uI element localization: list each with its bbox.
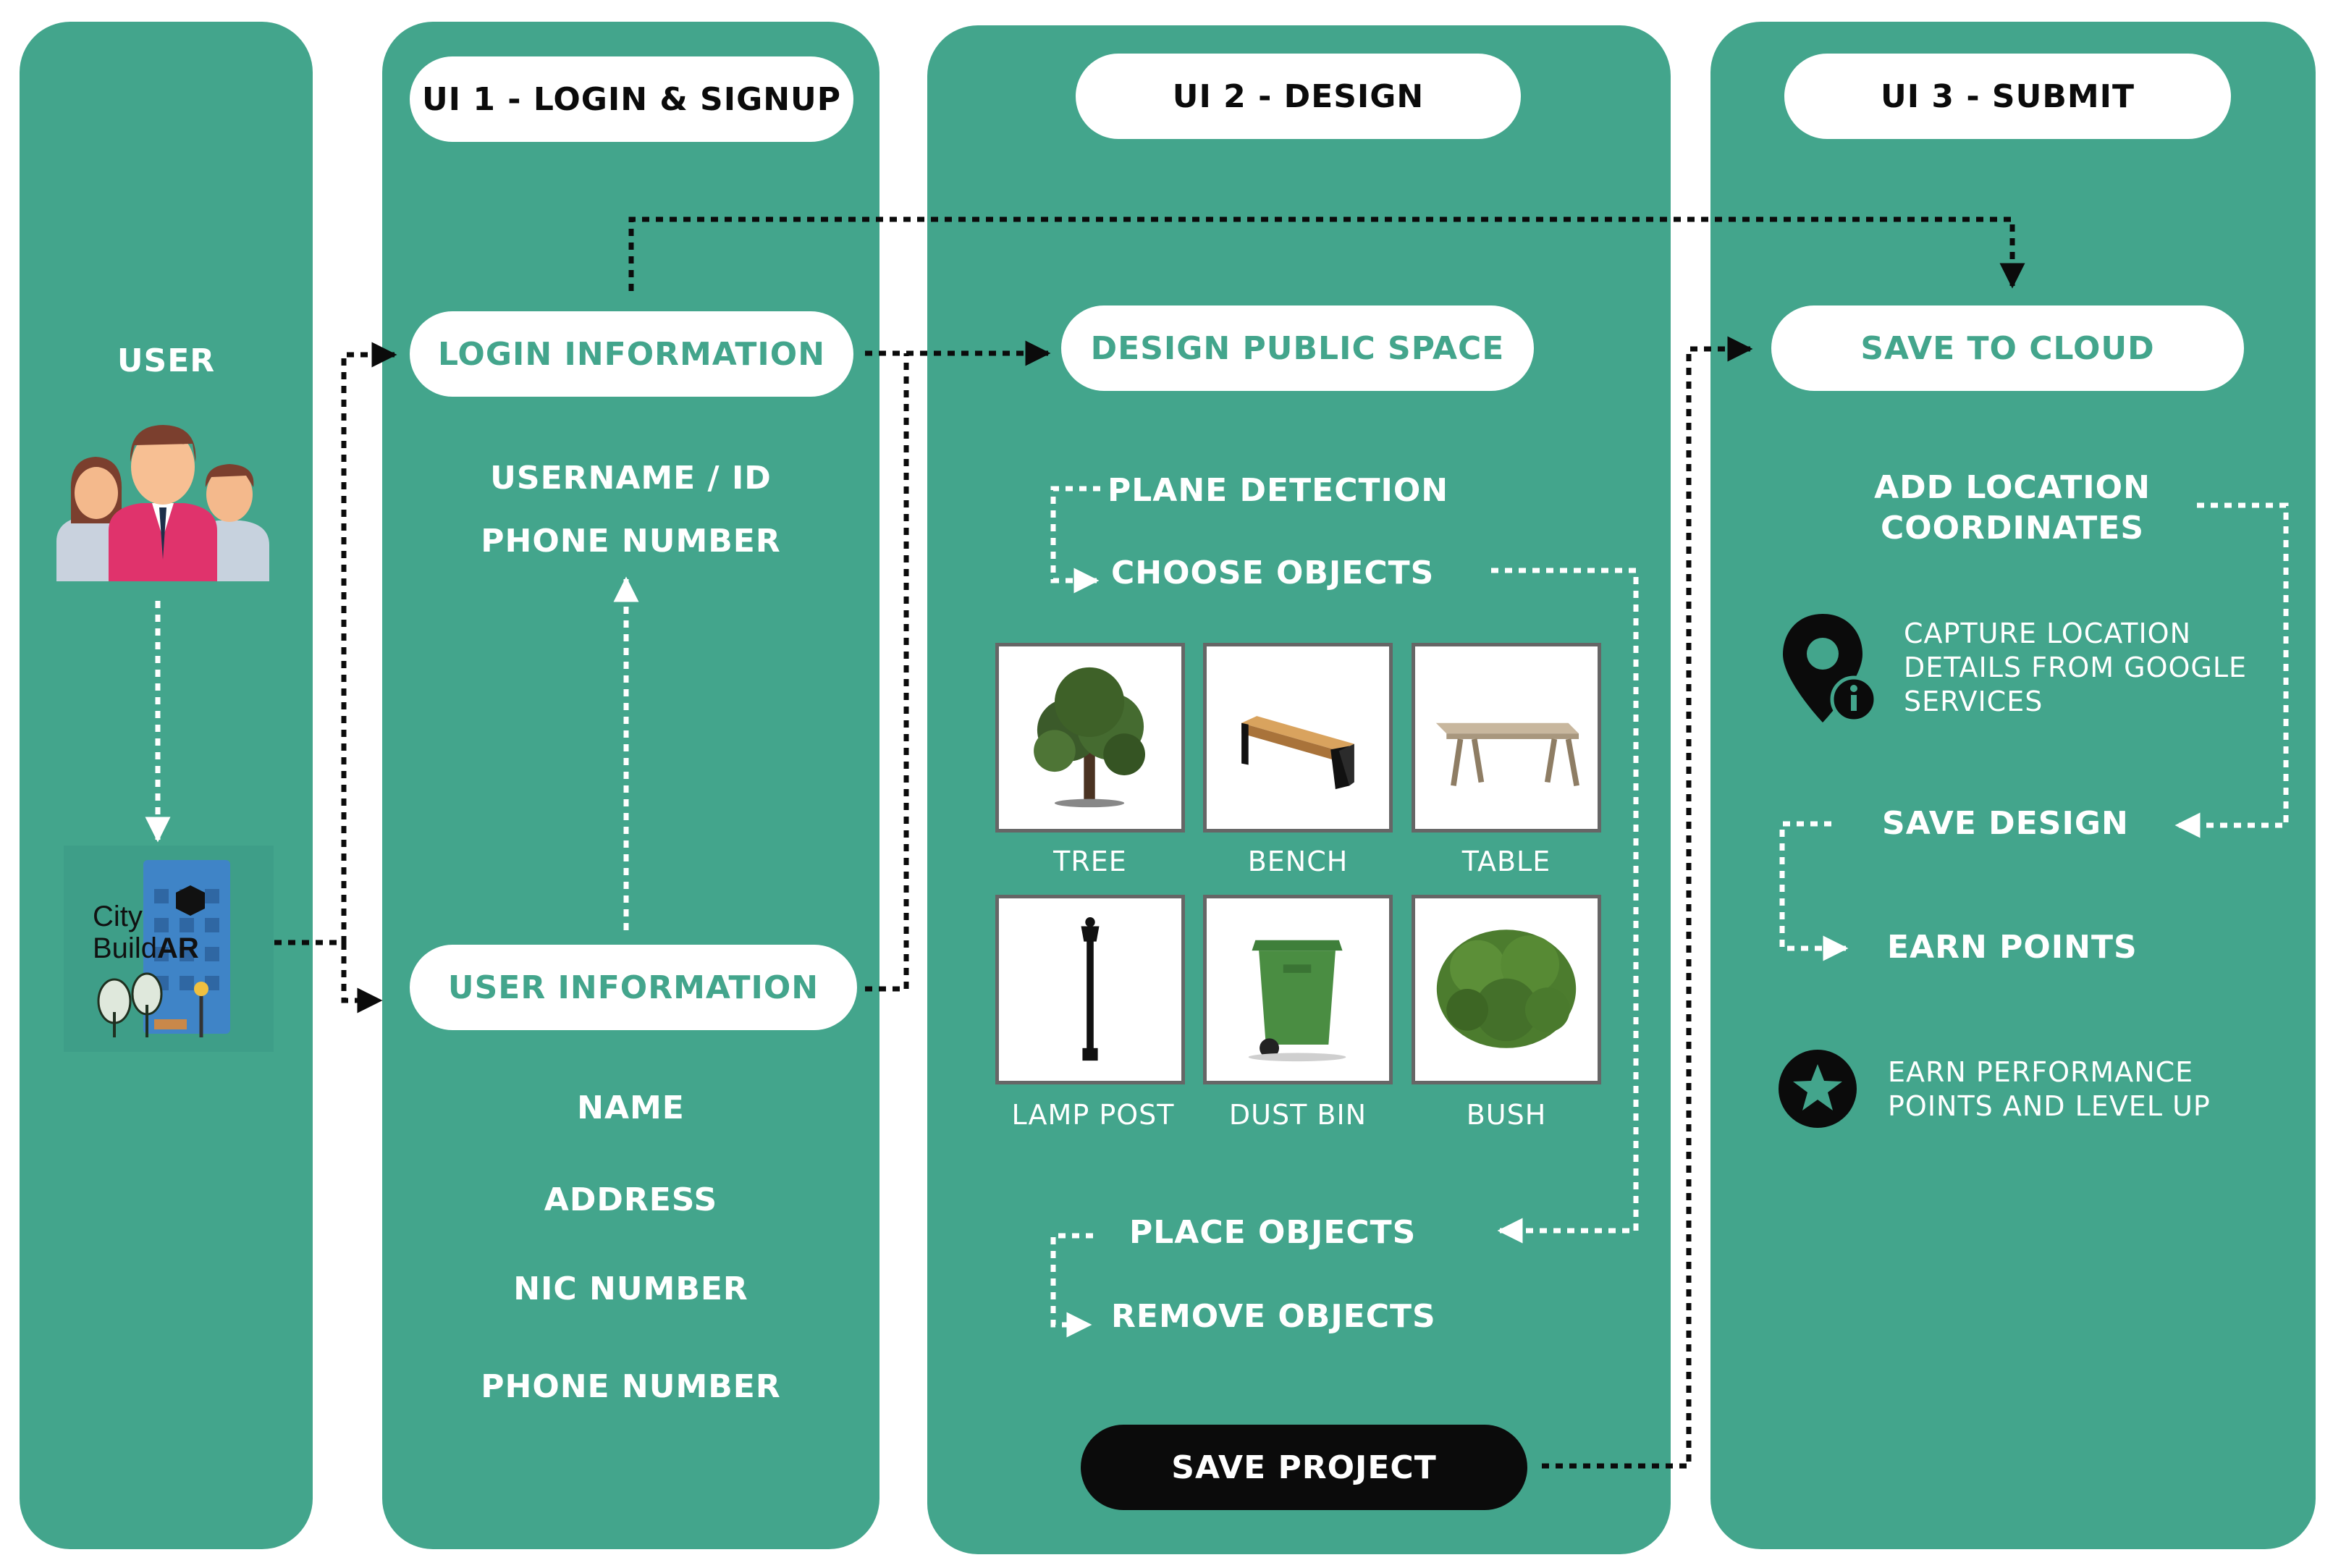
object-tile-table[interactable] xyxy=(1412,643,1601,833)
step-place-objects: PLACE OBJECTS xyxy=(1129,1214,1417,1251)
bush-icon xyxy=(1436,930,1577,1048)
object-label-tree: TREE xyxy=(1053,846,1127,877)
ui2-header: UI 2 - DESIGN xyxy=(1076,54,1521,139)
ui3-header: UI 3 - SUBMIT xyxy=(1784,54,2231,139)
dust-bin-icon xyxy=(1248,940,1346,1062)
capture-location-note: CAPTURE LOCATION DETAILS FROM GOOGLE SER… xyxy=(1904,617,2248,717)
user-field-address: ADDRESS xyxy=(544,1181,718,1218)
table-icon xyxy=(1435,722,1579,787)
location-pin-info-icon xyxy=(1783,614,1877,723)
connector-place-to-remove xyxy=(1050,1233,1093,1338)
connector-plane-to-choose xyxy=(1050,486,1100,594)
connector-location-to-save-design xyxy=(2174,502,2289,838)
step-plane-detection: PLANE DETECTION xyxy=(1108,472,1449,509)
login-field-username: USERNAME / ID xyxy=(490,460,772,497)
logo-text-line1: City xyxy=(93,901,143,932)
earn-points-step: EARN POINTS xyxy=(1887,929,2138,966)
login-field-phone: PHONE NUMBER xyxy=(481,523,781,560)
connector-app-to-ui1 xyxy=(261,342,397,945)
connector-app-to-user-info xyxy=(341,943,383,1013)
object-label-dust-bin: DUST BIN xyxy=(1228,1099,1367,1131)
connector-userinfo-to-design xyxy=(865,353,909,992)
bench-icon xyxy=(1241,716,1354,790)
logo-text-line2: BuildAR xyxy=(93,932,199,965)
logo-build: Build xyxy=(93,932,157,964)
object-tile-tree[interactable] xyxy=(995,643,1185,833)
object-tile-dust-bin[interactable] xyxy=(1203,895,1393,1084)
users-group-icon xyxy=(56,425,269,581)
connector-choose-to-place xyxy=(1491,568,1639,1244)
user-field-nic: NIC NUMBER xyxy=(513,1270,748,1307)
tree-icon xyxy=(1034,667,1145,808)
step-remove-objects: REMOVE OBJECTS xyxy=(1111,1298,1436,1335)
add-location-coordinates: ADD LOCATION COORDINATES xyxy=(1874,469,2151,547)
user-column xyxy=(20,22,313,1549)
save-to-cloud-pill[interactable]: SAVE TO CLOUD xyxy=(1771,305,2244,391)
object-label-lamp-post: LAMP POST xyxy=(1011,1099,1175,1131)
object-label-bush: BUSH xyxy=(1466,1099,1547,1131)
connector-savedesign-to-points xyxy=(1779,821,1849,961)
save-design-step: SAVE DESIGN xyxy=(1882,805,2129,842)
user-information-pill[interactable]: USER INFORMATION xyxy=(410,945,857,1030)
object-tile-bush[interactable] xyxy=(1412,895,1601,1084)
step-choose-objects: CHOOSE OBJECTS xyxy=(1111,555,1435,591)
logo-ar: AR xyxy=(156,932,199,964)
object-label-table: TABLE xyxy=(1461,846,1551,877)
save-project-button[interactable]: SAVE PROJECT xyxy=(1081,1425,1527,1510)
connector-login-to-cloud xyxy=(628,216,2025,291)
user-field-phone: PHONE NUMBER xyxy=(481,1368,781,1405)
design-public-space-pill[interactable]: DESIGN PUBLIC SPACE xyxy=(1061,305,1534,391)
object-label-bench: BENCH xyxy=(1247,846,1349,877)
object-tile-lamp-post[interactable] xyxy=(995,895,1185,1084)
city-buildar-logo: City BuildAR xyxy=(64,846,274,1052)
star-badge-icon xyxy=(1779,1050,1857,1128)
earn-performance-note: EARN PERFORMANCE POINTS AND LEVEL UP xyxy=(1888,1056,2211,1122)
user-field-name: NAME xyxy=(577,1089,685,1126)
connector-save-to-cloud xyxy=(1542,336,1753,1469)
user-label: USER xyxy=(117,342,216,379)
login-information-pill[interactable]: LOGIN INFORMATION xyxy=(410,311,853,397)
ui1-header: UI 1 - LOGIN & SIGNUP xyxy=(410,56,853,142)
object-tile-bench[interactable] xyxy=(1203,643,1393,833)
lamp-post-icon xyxy=(1081,916,1100,1061)
